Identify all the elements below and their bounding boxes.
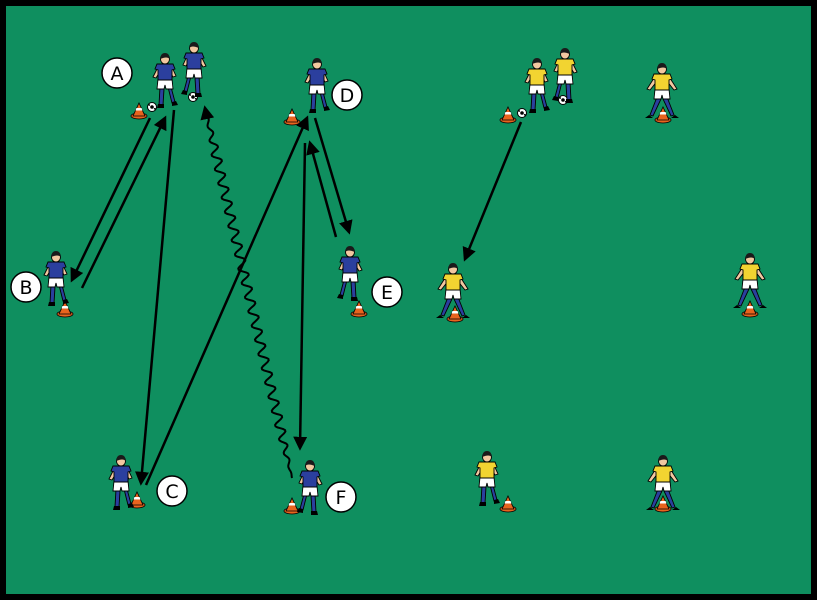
blue-player [337, 246, 363, 301]
players [43, 42, 767, 515]
yellow-player [646, 455, 680, 510]
yellow-player [474, 451, 500, 506]
yellow-player [436, 263, 470, 318]
yellow-player [733, 253, 767, 308]
cone [283, 108, 301, 126]
pass-arrow-yellow [462, 121, 523, 262]
pitch-surface [6, 6, 811, 594]
label-e-text: E [381, 282, 393, 304]
cone [499, 106, 517, 124]
label-b: B [10, 271, 42, 303]
pass-arrow-c-to-d [144, 115, 309, 486]
yellow-player [552, 48, 578, 103]
label-b-text: B [19, 277, 32, 299]
cone [654, 106, 672, 124]
label-a: A [101, 57, 133, 89]
label-f: F [325, 481, 357, 513]
label-c: C [156, 475, 188, 507]
label-c-text: C [165, 481, 178, 503]
yellow-player [524, 58, 550, 113]
pass-arrow-e-to-d [306, 140, 338, 238]
position-labels: A B C D E F [10, 57, 403, 513]
pass-arrows [70, 105, 523, 486]
cone [446, 305, 464, 323]
cone [283, 497, 301, 515]
cone [56, 300, 74, 318]
blue-player [108, 455, 134, 510]
label-e: E [371, 276, 403, 308]
label-a-text: A [111, 63, 124, 85]
pass-arrow-a-to-b [70, 117, 152, 283]
blue-player [43, 251, 69, 306]
label-d: D [331, 79, 363, 111]
run-arrow-a-to-c [135, 109, 176, 486]
ball [517, 108, 527, 118]
ball [147, 102, 157, 112]
blue-player [304, 58, 330, 113]
run-arrow-d-to-f [293, 142, 308, 451]
pass-arrow-b-to-a [80, 115, 167, 289]
cone [350, 300, 368, 318]
blue-player [181, 42, 207, 97]
dribble-arrow-f-to-a [200, 105, 293, 479]
cone [499, 495, 517, 513]
label-d-text: D [340, 85, 355, 107]
blue-player [297, 460, 323, 515]
cone [654, 495, 672, 513]
pass-arrow-d-to-e [313, 117, 353, 235]
yellow-player [645, 63, 679, 118]
cone [130, 102, 148, 120]
blue-player [152, 53, 178, 108]
cone [741, 300, 759, 318]
label-f-text: F [336, 487, 347, 509]
cones [56, 102, 759, 515]
